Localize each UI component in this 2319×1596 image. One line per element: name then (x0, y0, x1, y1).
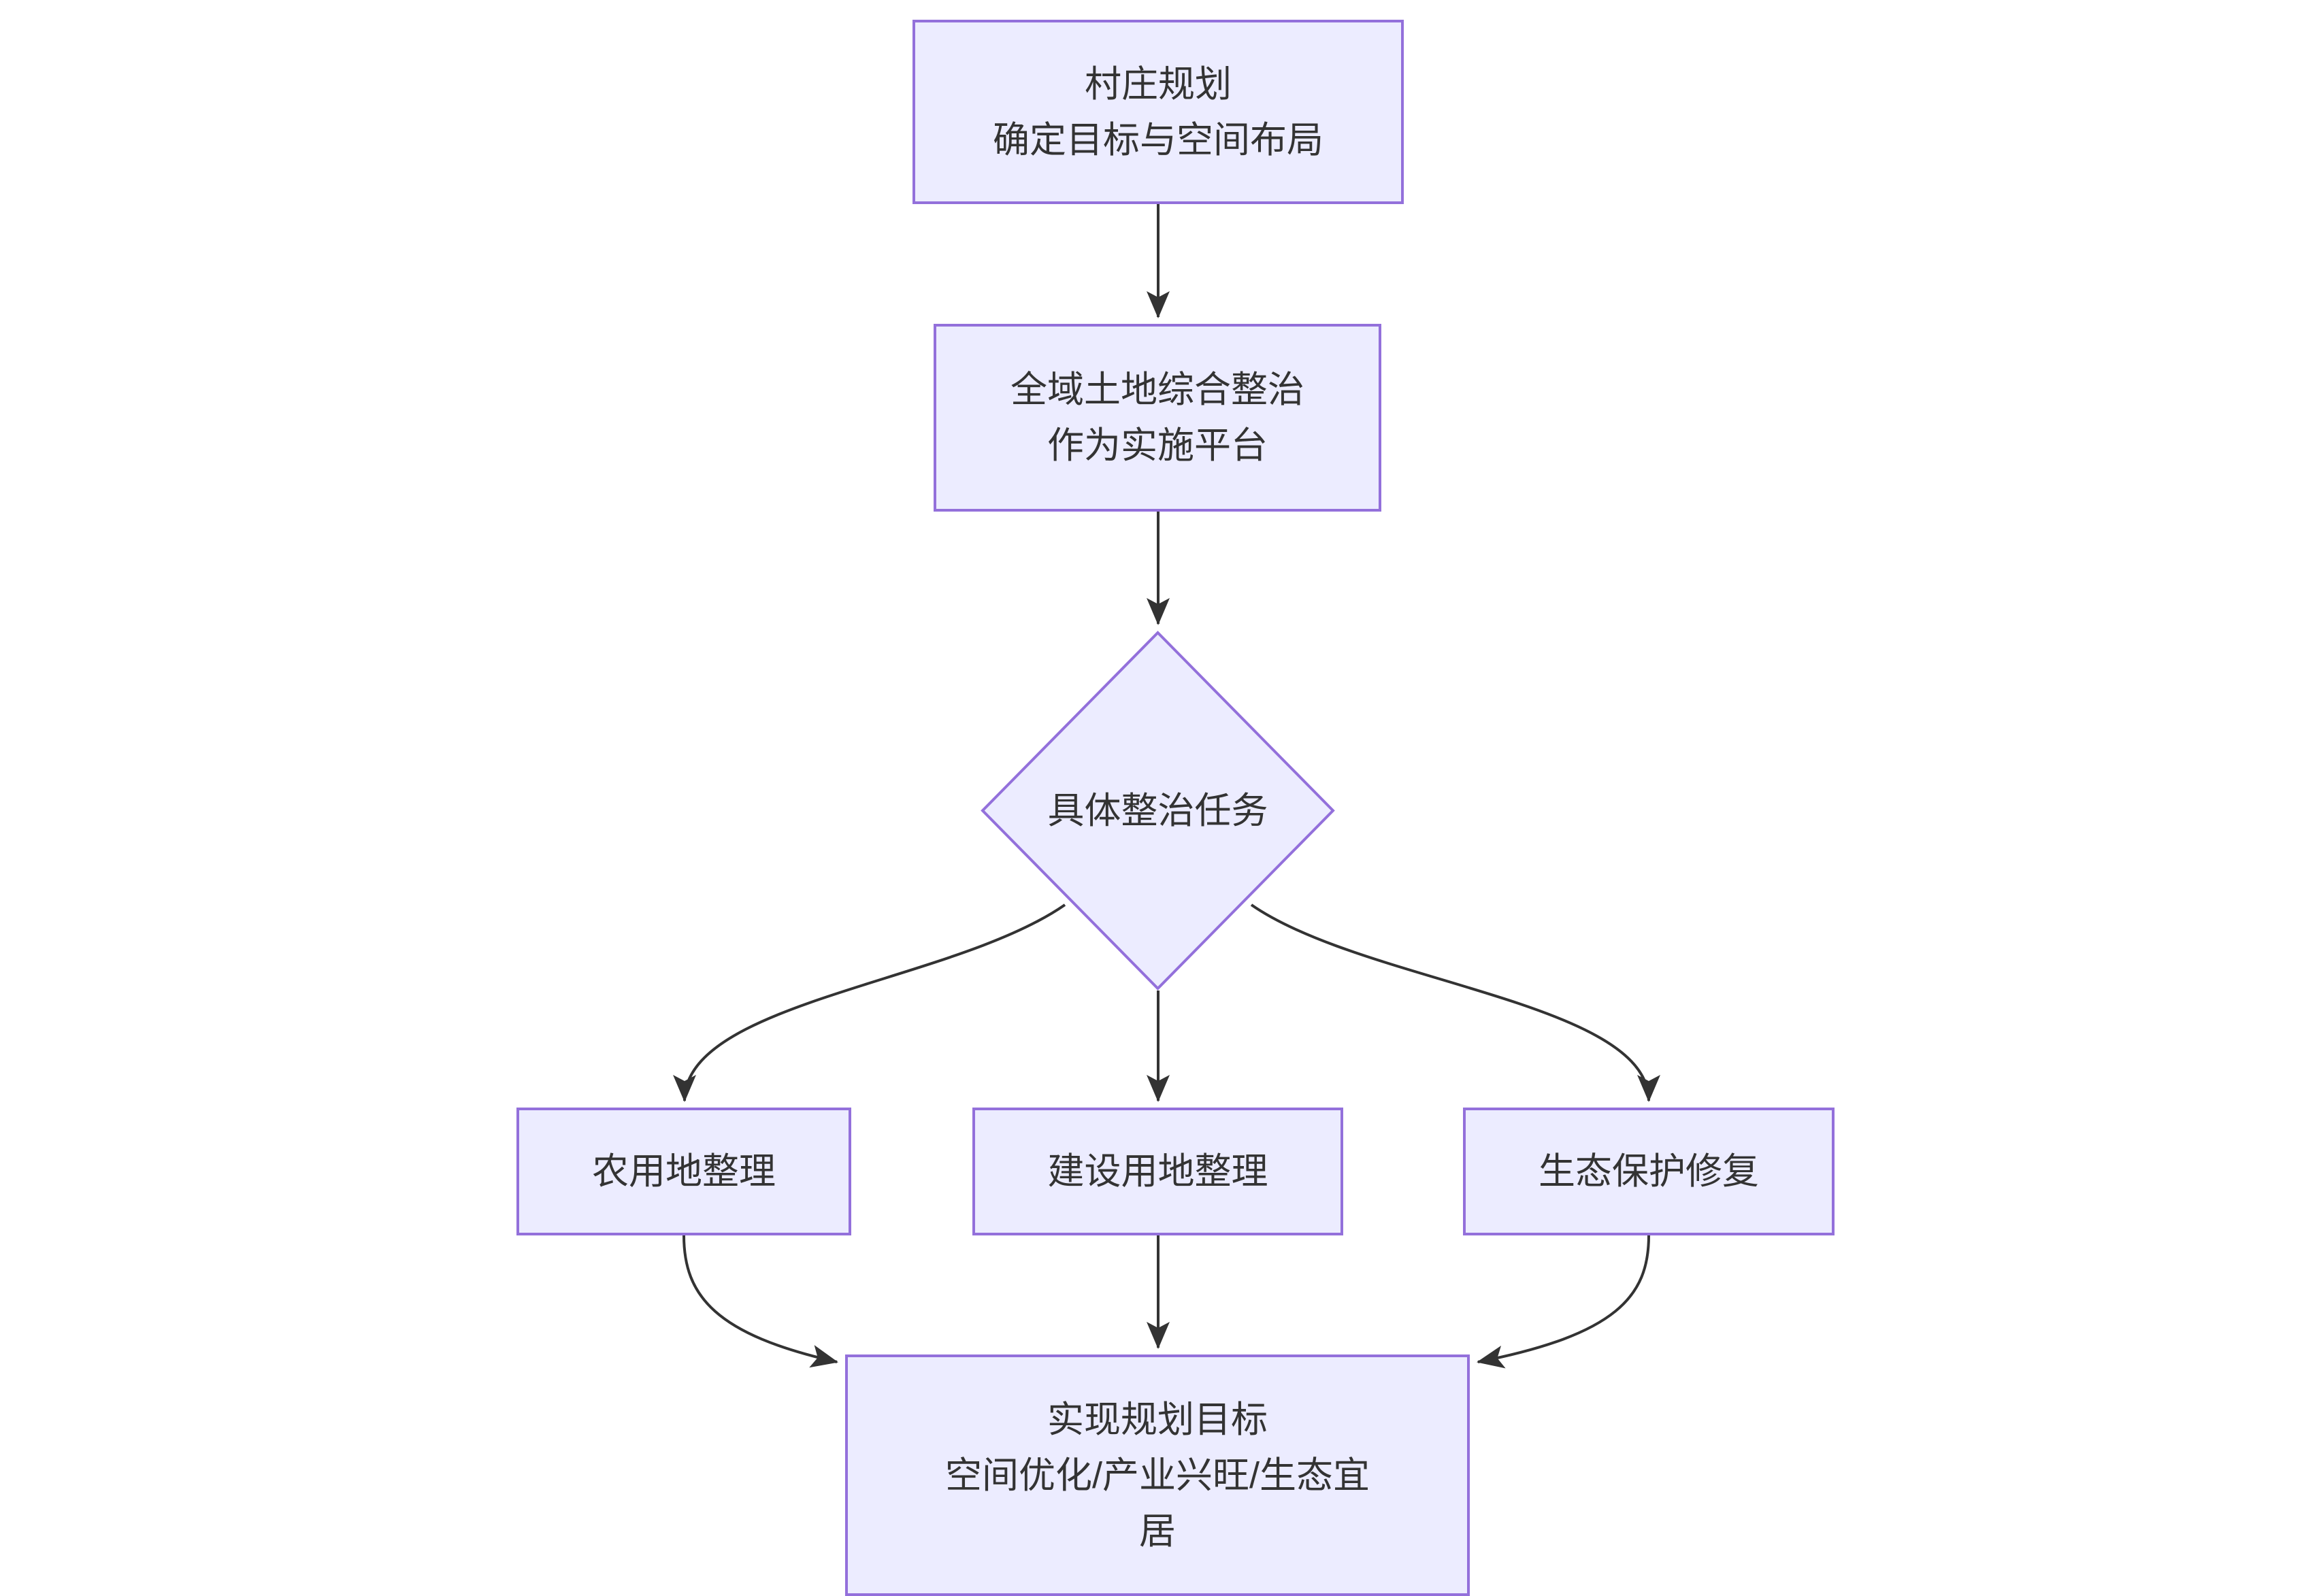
node-label-line: 作为实施平台 (1047, 425, 1268, 466)
edge-tasks-to-farmland (673, 903, 1066, 1102)
node-specific-tasks-decision: 具体整治任务 (981, 631, 1335, 991)
node-goal-achievement: 实现规划目标 空间优化/产业兴旺/生态宜 居 (845, 1354, 1470, 1596)
node-label-line: 村庄规划 (1085, 63, 1232, 105)
node-label-line: 实现规划目标 (1047, 1399, 1268, 1440)
node-label-line: 生态保护修复 (1539, 1151, 1759, 1192)
edge-tasks-to-ecological (1250, 903, 1660, 1102)
node-label-line: 建设用地整理 (1047, 1151, 1268, 1192)
node-ecological-restoration: 生态保护修复 (1463, 1108, 1835, 1235)
node-label-line: 具体整治任务 (1047, 790, 1268, 831)
node-farmland-consolidation: 农用地整理 (516, 1108, 851, 1235)
node-construction-land-consolidation: 建设用地整理 (972, 1108, 1343, 1235)
node-label-line: 居 (1139, 1510, 1176, 1552)
node-village-planning: 村庄规划 确定目标与空间布局 (912, 20, 1404, 204)
node-land-consolidation-platform: 全域土地综合整治 作为实施平台 (934, 324, 1381, 512)
edge-ecological-to-goal (1477, 1235, 1650, 1369)
node-label-line: 确定目标与空间布局 (993, 119, 1323, 161)
node-label-line: 全域土地综合整治 (1010, 369, 1304, 410)
node-label-line: 农用地整理 (592, 1151, 776, 1192)
diamond-shape (981, 631, 1335, 991)
edge-farmland-to-goal (682, 1235, 838, 1368)
node-label-line: 空间优化/产业兴旺/生态宜 (944, 1454, 1370, 1496)
